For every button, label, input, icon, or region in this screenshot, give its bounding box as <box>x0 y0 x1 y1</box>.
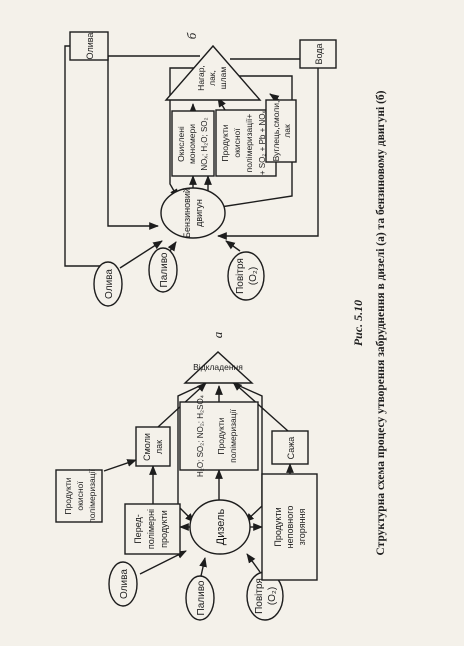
fuel-node-a <box>185 575 215 621</box>
center-line-3: полімеризації <box>228 408 238 462</box>
center-box-a <box>179 401 259 471</box>
fuel-label-b: Паливо <box>159 252 170 287</box>
air-arrow-b <box>225 240 241 252</box>
sludge-line-3: шлам <box>218 67 228 90</box>
resins-line-1: Смоли <box>142 433 152 461</box>
feedback-lower <box>232 382 263 523</box>
arrow-oxpoly-resins <box>103 459 137 472</box>
oxpoly-line-3: полімеризації <box>87 468 97 522</box>
gasoline-engine-line-2: двигун <box>194 199 204 227</box>
oxpoly-line-2: окисної <box>75 481 85 511</box>
letter-b: б <box>184 32 199 39</box>
fuel-node-b <box>148 247 178 293</box>
air-label-a-2: (O₂) <box>267 587 278 605</box>
prepolymer-line-2: полімерні <box>146 509 156 549</box>
soot-label: Сажа <box>286 437 296 460</box>
carbon-resins-box <box>265 99 297 163</box>
resins-line-2: лак <box>154 440 164 454</box>
outer-loop-water <box>217 58 319 240</box>
gasoline-engine-node <box>160 187 226 239</box>
oil-line-top <box>64 45 110 267</box>
combustion-line-2: неповного <box>285 506 295 549</box>
sludge-line-2: лак, <box>207 70 217 86</box>
sludge-line-1: Нагар, <box>196 65 206 91</box>
polymerization-line-1: Продукти <box>220 124 230 161</box>
arrow-soot-deposits <box>232 381 289 432</box>
figure-caption: Структурна схема процесу утворення забру… <box>375 90 387 555</box>
resins-box <box>135 426 171 467</box>
oil-label-b: Олива <box>104 269 115 299</box>
carbon-resins-line-1: Вуглець,смоли, <box>271 101 281 162</box>
oil-arrow-a <box>139 550 187 575</box>
inner-loop-upper <box>169 67 205 199</box>
polymerization-line-4: + SO₂ + Pb + NOₓ <box>258 111 267 176</box>
air-label-b-2: (O₂) <box>248 267 259 285</box>
oxidative-polymerization-box <box>55 469 103 523</box>
carbon-resins-line-2: лак <box>282 124 292 138</box>
oil-box-b <box>69 31 109 61</box>
air-node-b <box>227 251 265 301</box>
polymerization-line-3: полімеризації+ <box>244 114 254 173</box>
center-chem-line: H₂O; SO₂; NO₂; H₂SO₄ <box>196 395 205 477</box>
diagram-a <box>103 381 294 577</box>
center-line-2: Продукти <box>216 417 226 454</box>
fuel-arrow-b <box>167 241 177 252</box>
oxidized-monomers-box <box>171 110 215 177</box>
fuel-label-a: Паливо <box>196 580 207 615</box>
incomplete-combustion-box <box>261 473 318 581</box>
monomers-line-2: мономери <box>187 124 197 164</box>
deposits-label: Відкладення <box>193 362 243 372</box>
figure-number: Рис. 5.10 <box>351 300 365 346</box>
oxpoly-line-1: Продукти <box>63 477 73 514</box>
prepolymer-line-3: продукти <box>159 510 169 548</box>
oil-box-label: Олива <box>85 33 95 60</box>
diesel-label: Дизель <box>215 509 227 546</box>
oil-arrow-b <box>119 240 163 269</box>
oil-label-a: Оливa <box>119 569 130 599</box>
diesel-engine-node <box>189 499 251 555</box>
soot-box <box>271 430 309 465</box>
monomers-line-1: Окислені <box>176 126 186 162</box>
combustion-line-3: згоряння <box>297 508 307 545</box>
prepolymer-line-1: Перед- <box>133 514 143 544</box>
air-label-b: Повітря <box>235 258 246 294</box>
water-box-label: Вода <box>314 43 324 64</box>
air-arrow-a <box>246 553 261 573</box>
fuel-arrow-a <box>199 557 207 577</box>
polymerization-line-2: окисної <box>232 128 242 158</box>
sludge-triangle <box>164 44 262 101</box>
water-box-b <box>299 39 337 69</box>
monomers-line-3: NOₓ; H₂O; SO₂ <box>200 117 209 170</box>
prepolymer-box <box>124 503 181 555</box>
oil-node-b <box>93 261 123 307</box>
outer-loop-oil <box>107 55 200 230</box>
oil-node-a <box>108 561 138 607</box>
air-label-a: Повітря <box>254 578 265 614</box>
feedback-upper <box>177 382 207 523</box>
letter-a: а <box>210 331 225 338</box>
deposits-triangle <box>183 351 254 384</box>
gasoline-engine-line-1: Бензиновий <box>182 188 192 238</box>
combustion-line-1: Продукти <box>273 507 283 546</box>
